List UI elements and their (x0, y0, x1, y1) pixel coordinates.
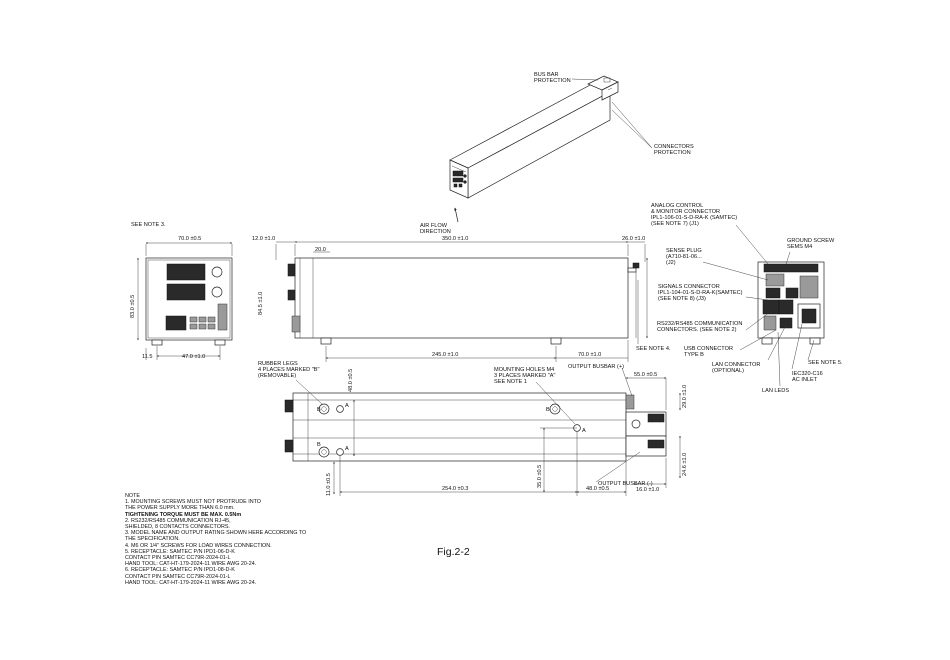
analog-label-3: IPL1-106-01-S-D-RA-K (SAMTEC) (651, 215, 737, 221)
lan-connector-label: LAN CONNECTOR (712, 362, 760, 368)
mounting-holes-label: MOUNTING HOLES M4 (494, 367, 554, 373)
note-line: THE SPECIFICATION. (125, 536, 180, 543)
rubber-legs-label-3: (REMOVABLE) (258, 373, 296, 379)
front-height-dim: 83.0 ±0.5 (130, 295, 136, 318)
dim-20: 20.0 (315, 247, 326, 253)
note-line: THE POWER SUPPLY MORE THAN 6.0 mm. (125, 505, 235, 512)
dim-350: 350.0 ±1.0 (442, 236, 468, 242)
dim-16: 16.0 ±1.0 (636, 487, 659, 493)
notes-block: NOTE 1. MOUNTING SCREWS MUST NOT PROTRUD… (125, 493, 335, 586)
dim-245: 245.0 ±1.0 (432, 352, 458, 358)
mark-b-1: B (317, 407, 321, 413)
dim-84-5: 84.5 ±1.0 (258, 292, 264, 315)
lan-leds-label: LAN LEDS (762, 388, 789, 394)
dim-48: 48.0 ±0.5 (586, 486, 609, 492)
sense-plug-label-3: (J2) (666, 260, 676, 266)
front-view: SEE NOTE 3. 70.0 ±0.5 83.0 ±0.5 11.5 47.… (130, 222, 233, 360)
dim-55: 55.0 ±0.5 (634, 372, 657, 378)
note-line: 5. RECEPTACLE: SAMTEC P/N IPD1-06-D-K (125, 548, 235, 555)
dim-12: 12.0 ±1.0 (252, 236, 275, 242)
signals-label-3: (SEE NOTE 8) (J3) (658, 296, 706, 302)
rs-comm-label: RS232/RS485 COMMUNICATION (657, 321, 742, 327)
ground-screw-label: GROUND SCREW (787, 238, 835, 244)
front-width-dim: 70.0 ±0.5 (178, 236, 201, 242)
iec-label-2: AC INLET (792, 377, 818, 383)
note-line: CONTACT PIN SAMTEC CC79R-2024-01-L (125, 555, 231, 562)
notes-title: NOTE (125, 493, 140, 499)
sense-plug-label-2: (A710-81-06... (666, 254, 702, 260)
bus-bar-label: BUS BAR (534, 72, 559, 78)
note-line: 3. MODEL NAME AND OUTPUT RATING SHOWN HE… (125, 530, 307, 537)
mark-b-2: B (317, 442, 321, 448)
dim-35: 35.0 ±0.5 (537, 465, 543, 488)
bottom-view: B B A A B A RUBBER LEGS 4 PLACES MARKED … (258, 361, 688, 496)
dim-254: 254.0 ±0.3 (442, 486, 468, 492)
note-line: 4. M6 OR 1/4" SCREWS FOR LOAD WIRES CONN… (125, 542, 272, 549)
side-view: 12.0 ±1.0 350.0 ±1.0 26.0 ±1.0 20.0 84.5… (252, 236, 671, 362)
dim-29: 29.0 ±1.0 (682, 385, 688, 408)
rubber-legs-label-2: 4 PLACES MARKED "B" (258, 367, 319, 373)
sense-plug-label: SENSE PLUG (666, 248, 702, 254)
note-line: HAND TOOL: CAT-HT-179-2024-11 WIRE AWG 2… (125, 579, 257, 586)
mark-a-3: A (582, 428, 586, 434)
see-note-5-label: SEE NOTE 5. (808, 360, 843, 366)
busbar-plus-label: OUTPUT BUSBAR (+) (568, 364, 624, 370)
dim-24-6: 24.6 ±1.0 (682, 453, 688, 476)
note-line: CONTACT PIN SAMTEC CC79R-2024-01-L (125, 573, 231, 580)
dim-11: 11.0 ±0.5 (326, 473, 332, 496)
mounting-holes-label-3: SEE NOTE 1 (494, 379, 527, 385)
rear-view: ANALOG CONTROL & MONITOR CONNECTOR IPL1-… (651, 203, 843, 394)
rs-comm-label-2: CONNECTORS. (SEE NOTE 2) (657, 327, 737, 333)
iec-label: IEC320-C16 (792, 371, 823, 377)
dim-48-vertical: 48.0 ±0.5 (348, 369, 354, 392)
connectors-label-2: PROTECTION (654, 150, 691, 156)
note-line: 6. RECEPTACLE: SAMTEC P/N IPD1-08-D-K (125, 567, 235, 574)
note-line: 2. RS232/RS485 COMMUNICATION RJ-45, (125, 517, 231, 524)
air-flow-label: AIR FLOW (420, 223, 448, 229)
note-line: HAND TOOL: CAT-HT-179-2024-11 WIRE AWG 2… (125, 561, 257, 568)
see-note-3-label: SEE NOTE 3. (131, 222, 166, 228)
analog-label-4: (SEE NOTE 7) (J1) (651, 221, 699, 227)
figure-caption: Fig.2-2 (437, 546, 470, 558)
note-line: TIGHTENING TORQUE MUST BE MAX. 0.5Nm (125, 511, 242, 518)
connectors-label: CONNECTORS (654, 144, 694, 150)
busbar-minus-label: OUTPUT BUSBAR (-) (598, 481, 653, 487)
usb-label: USB CONNECTOR (684, 346, 733, 352)
signals-label: SIGNALS CONNECTOR (658, 284, 720, 290)
front-foot-dim: 47.0 ±1.0 (182, 354, 205, 360)
analog-label: ANALOG CONTROL (651, 203, 703, 209)
mark-a-2: A (345, 446, 349, 452)
usb-label-2: TYPE B (684, 352, 704, 358)
see-note-4-label: SEE NOTE 4. (636, 346, 671, 352)
bus-bar-label-2: PROTECTION (534, 78, 571, 84)
ground-screw-label-2: SEMS M4 (787, 244, 812, 250)
front-left-dim: 11.5 (142, 354, 152, 360)
note-line: SHIELDED, 8 CONTACTS CONNECTORS. (125, 524, 230, 531)
mark-a-1: A (345, 403, 349, 409)
air-flow-label-2: DIRECTION (420, 229, 451, 235)
dim-70: 70.0 ±1.0 (578, 352, 601, 358)
dim-26: 26.0 ±1.0 (622, 236, 645, 242)
isometric-view: BUS BAR PROTECTION CONNECTORS PROTECTION… (420, 72, 694, 235)
analog-label-2: & MONITOR CONNECTOR (651, 209, 720, 215)
signals-label-2: IPL1-104-01-S-D-RA-K(SAMTEC) (658, 290, 743, 296)
lan-connector-label-2: (OPTIONAL) (712, 368, 744, 374)
mark-b-3: B (546, 407, 550, 413)
mounting-holes-label-2: 3 PLACES MARKED "A" (494, 373, 555, 379)
rubber-legs-label: RUBBER LEGS (258, 361, 298, 367)
note-line: 1. MOUNTING SCREWS MUST NOT PROTRUDE INT… (125, 499, 261, 506)
